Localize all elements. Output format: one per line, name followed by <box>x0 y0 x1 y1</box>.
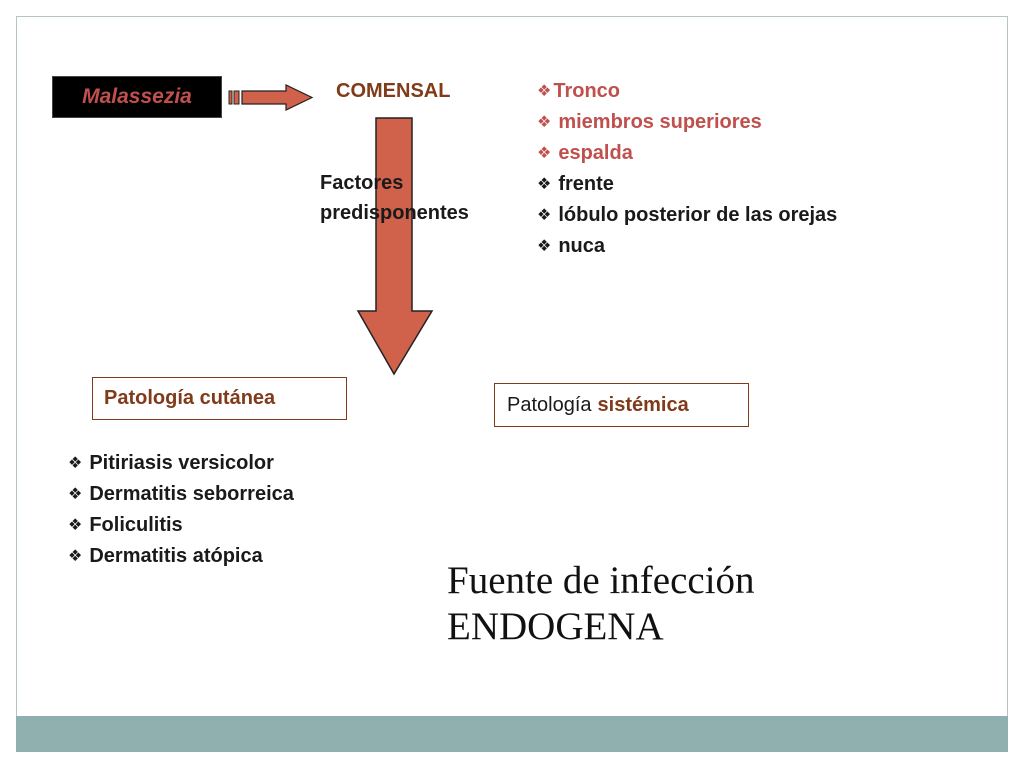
diamond-bullet-icon: ❖ <box>68 486 83 503</box>
condition-label: Dermatitis seborreica <box>89 483 294 505</box>
cutaneous-conditions-list: ❖ Pitiriasis versicolor ❖ Dermatitis seb… <box>68 448 294 572</box>
site-label: lóbulo posterior de las orejas <box>558 204 838 226</box>
conclusion-line1: Fuente de infección <box>447 559 755 602</box>
comensal-label: COMENSAL <box>336 80 451 102</box>
site-label: nuca <box>558 235 606 257</box>
systemic-pathology-emphasis: sistémica <box>597 393 689 416</box>
site-label: miembros superiores <box>558 111 762 133</box>
right-arrow-icon <box>228 84 314 111</box>
list-item: ❖ Dermatitis atópica <box>68 541 294 572</box>
diamond-bullet-icon: ❖ <box>537 207 552 224</box>
down-arrow-icon <box>356 117 434 376</box>
cutaneous-pathology-label: Patología cutánea <box>104 387 276 409</box>
predisposing-factors-line1: Factores <box>320 172 404 194</box>
site-label: espalda <box>558 142 633 164</box>
conclusion-text: Fuente de infección ENDOGENA <box>447 558 755 650</box>
diamond-bullet-icon: ❖ <box>68 548 83 565</box>
list-item: ❖ lóbulo posterior de las orejas <box>537 200 837 231</box>
systemic-pathology-prefix: Patología <box>507 393 592 416</box>
list-item: ❖ frente <box>537 169 837 200</box>
diamond-bullet-icon: ❖ <box>537 176 552 193</box>
diamond-bullet-icon: ❖ <box>537 238 552 255</box>
diamond-bullet-icon: ❖ <box>537 83 552 100</box>
diamond-bullet-icon: ❖ <box>537 114 552 131</box>
systemic-pathology-box: Patología sistémica <box>494 383 749 427</box>
malassezia-label: Malassezia <box>82 85 192 108</box>
condition-label: Pitiriasis versicolor <box>89 452 274 474</box>
list-item: ❖ Tronco <box>537 76 837 107</box>
list-item: ❖ nuca <box>537 231 837 262</box>
diamond-bullet-icon: ❖ <box>68 455 83 472</box>
malassezia-box: Malassezia <box>52 76 222 118</box>
list-item: ❖ miembros superiores <box>537 107 837 138</box>
site-label: frente <box>558 173 614 195</box>
site-label: Tronco <box>553 80 621 102</box>
condition-label: Foliculitis <box>89 514 183 536</box>
list-item: ❖ espalda <box>537 138 837 169</box>
body-sites-list: ❖ Tronco ❖ miembros superiores ❖ espalda… <box>537 76 837 262</box>
footer-bar <box>16 716 1008 752</box>
predisposing-factors-label: Factores predisponentes <box>320 168 510 228</box>
cutaneous-pathology-box: Patología cutánea <box>92 377 347 420</box>
condition-label: Dermatitis atópica <box>89 545 263 567</box>
diamond-bullet-icon: ❖ <box>537 145 552 162</box>
list-item: ❖ Foliculitis <box>68 510 294 541</box>
list-item: ❖ Dermatitis seborreica <box>68 479 294 510</box>
diamond-bullet-icon: ❖ <box>68 517 83 534</box>
conclusion-line2: ENDOGENA <box>447 605 664 648</box>
list-item: ❖ Pitiriasis versicolor <box>68 448 294 479</box>
predisposing-factors-line2: predisponentes <box>320 202 469 224</box>
